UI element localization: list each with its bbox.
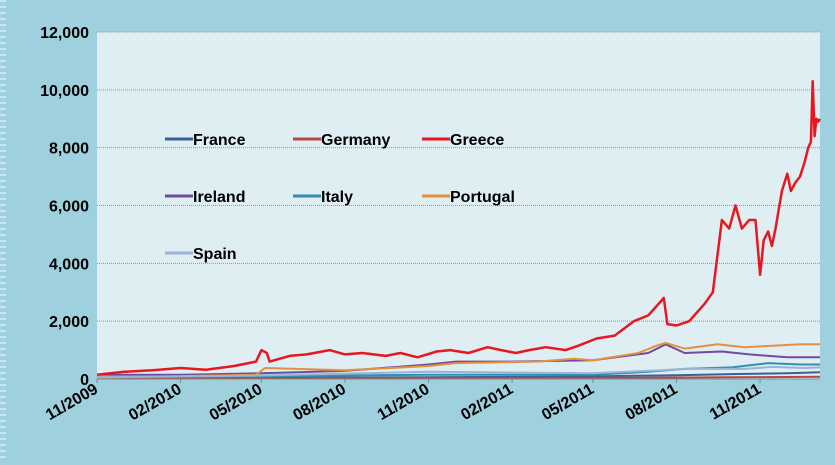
x-tick-label: 11/2009: [43, 381, 101, 424]
y-tick-label: 6,000: [49, 199, 89, 216]
legend-label-ireland: Ireland: [193, 189, 245, 206]
series-line-portugal: [96, 341, 820, 379]
legend-label-germany: Germany: [321, 132, 390, 149]
legend-label-italy: Italy: [321, 189, 353, 206]
legend-label-france: France: [193, 132, 246, 149]
x-tick-label: 11/2011: [707, 381, 764, 424]
y-tick-label: 12,000: [40, 25, 89, 42]
x-tick-label: 05/2010: [207, 381, 266, 425]
legend-label-portugal: Portugal: [450, 189, 515, 206]
gridlines: [97, 31, 820, 322]
series-line-spain: [96, 365, 821, 379]
x-tick-label: 11/2010: [375, 381, 433, 424]
y-tick-label: 4,000: [49, 256, 89, 273]
x-tick-label: 02/2010: [126, 381, 185, 425]
x-tick-label: 08/2011: [623, 381, 681, 424]
y-tick-label: 10,000: [40, 83, 89, 100]
y-tick-label: 8,000: [49, 141, 89, 158]
x-tick-label: 02/2011: [458, 381, 516, 424]
legend-label-spain: Spain: [193, 246, 237, 263]
series-line-greece: [96, 79, 822, 376]
x-tick-label: 05/2011: [539, 381, 597, 424]
y-tick-label: 0: [80, 372, 89, 389]
left-border-strip: [0, 0, 6, 460]
series-lines: [96, 79, 822, 380]
y-tick-label: 2,000: [49, 314, 89, 331]
legend-label-greece: Greece: [450, 132, 504, 149]
series-line-germany: [96, 375, 821, 380]
x-tick-label: 08/2010: [290, 381, 349, 425]
